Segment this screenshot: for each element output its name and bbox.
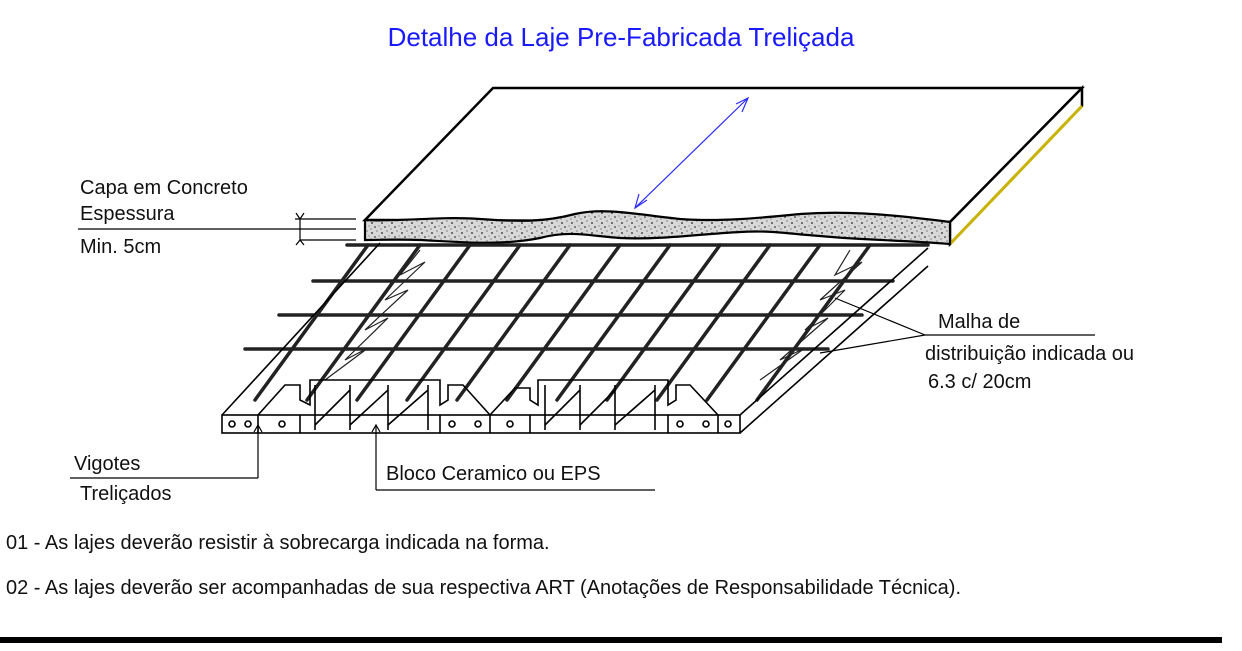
label-malha: Malha de [938, 311, 1021, 333]
label-vigotes: Vigotes [74, 453, 141, 475]
label-6-3: 6.3 c/ 20cm [928, 371, 1032, 393]
label-espessura: Espessura [80, 203, 175, 225]
concrete-topping [362, 84, 1085, 248]
note-1: 01 - As lajes deverão resistir à sobreca… [6, 532, 550, 554]
truss-zigzag [324, 249, 863, 381]
label-trelicados: Treliçados [80, 483, 172, 505]
label-min-5cm: Min. 5cm [80, 236, 162, 258]
diagram-title: Detalhe da Laje Pre-Fabricada Treliçada [387, 22, 855, 52]
bottom-rule [0, 637, 1222, 643]
longitudinal-bars [253, 243, 872, 402]
label-bloco: Bloco Ceramico ou EPS [386, 463, 601, 485]
distribution-mesh [243, 243, 930, 351]
label-distribuicao: distribuição indicada ou [925, 343, 1135, 365]
block-base [221, 242, 929, 434]
label-capa-concreto: Capa em Concreto [80, 177, 248, 199]
note-2: 02 - As lajes deverão ser acompanhadas d… [6, 577, 962, 599]
leader-lines [70, 212, 1095, 491]
